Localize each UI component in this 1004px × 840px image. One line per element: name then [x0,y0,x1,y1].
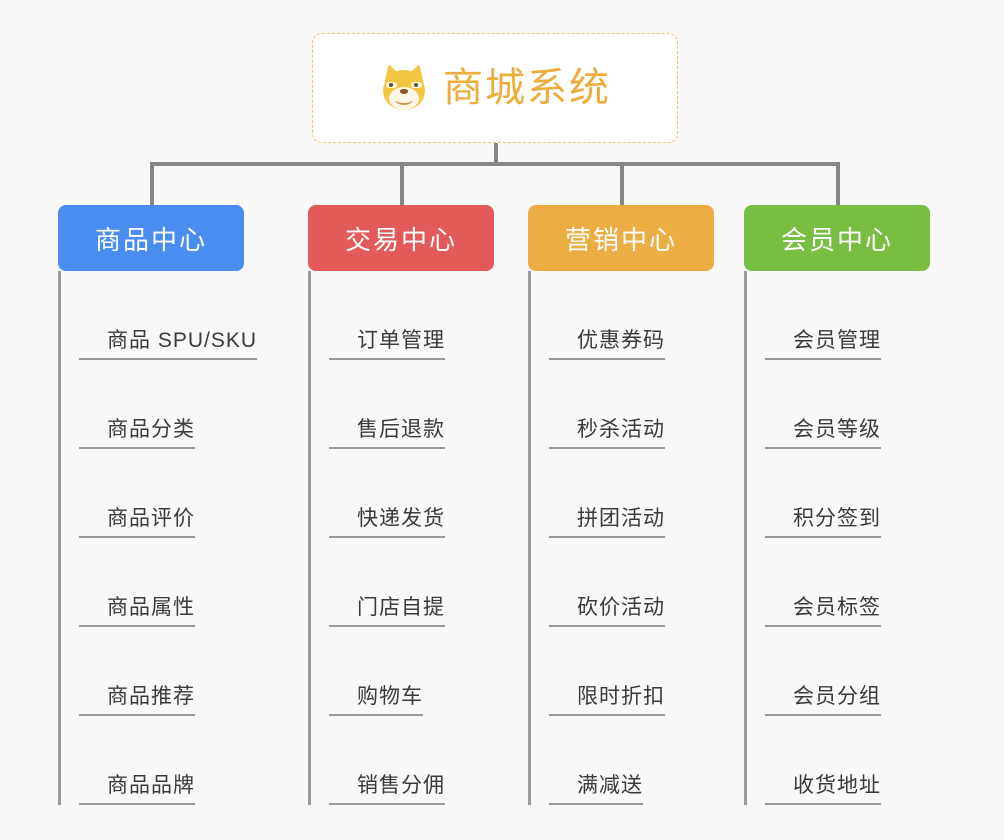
leaf-label: 商品品牌 [79,774,195,805]
category-title-2: 交易中心 [344,224,457,255]
leaf-item[interactable]: 购物车 [329,627,528,716]
category-title-3: 营销中心 [564,224,677,255]
leaf-item[interactable]: 门店自提 [329,538,528,627]
leaf-list-3: 优惠券码 秒杀活动 拼团活动 砍价活动 限时折扣 满减送 [528,271,748,805]
leaf-list-4: 会员管理 会员等级 积分签到 会员标签 会员分组 收货地址 [744,271,964,805]
leaf-label: 会员等级 [765,418,881,449]
leaf-label: 商品 SPU/SKU [79,329,258,360]
connector-drop-3 [620,162,624,205]
leaf-label: 积分签到 [765,507,881,538]
leaf-label: 会员标签 [765,596,881,627]
leaf-item[interactable]: 商品 SPU/SKU [79,271,278,360]
leaf-label: 会员分组 [765,685,881,716]
leaf-item[interactable]: 会员等级 [765,360,964,449]
leaf-item[interactable]: 砍价活动 [549,538,748,627]
root-title: 商城系统 [443,66,611,110]
leaf-item[interactable]: 会员管理 [765,271,964,360]
leaf-label: 订单管理 [329,329,445,360]
leaf-item[interactable]: 商品推荐 [79,627,278,716]
leaf-item[interactable]: 售后退款 [329,360,528,449]
category-header-1[interactable]: 商品中心 [58,205,244,271]
leaf-label: 商品推荐 [79,685,195,716]
leaf-label: 销售分佣 [329,774,445,805]
leaf-label: 售后退款 [329,418,445,449]
leaf-label: 商品属性 [79,596,195,627]
leaf-label: 优惠券码 [549,329,665,360]
connector-drop-2 [400,162,404,205]
leaf-list-2: 订单管理 售后退款 快递发货 门店自提 购物车 销售分佣 [308,271,528,805]
category-header-2[interactable]: 交易中心 [308,205,494,271]
connector-root-stem [494,143,498,164]
leaf-item[interactable]: 销售分佣 [329,716,528,805]
leaf-item[interactable]: 收货地址 [765,716,964,805]
leaf-label: 会员管理 [765,329,881,360]
leaf-item[interactable]: 拼团活动 [549,449,748,538]
root-node-mall-system[interactable]: 商城系统 [312,33,678,143]
category-header-4[interactable]: 会员中心 [744,205,930,271]
leaf-item[interactable]: 快递发货 [329,449,528,538]
branch-column-3: 营销中心 优惠券码 秒杀活动 拼团活动 砍价活动 限时折扣 满减送 [528,205,748,805]
leaf-item[interactable]: 商品品牌 [79,716,278,805]
leaf-label: 商品分类 [79,418,195,449]
leaf-label: 秒杀活动 [549,418,665,449]
leaf-label: 门店自提 [329,596,445,627]
leaf-item[interactable]: 商品属性 [79,538,278,627]
leaf-item[interactable]: 积分签到 [765,449,964,538]
leaf-label: 商品评价 [79,507,195,538]
leaf-item[interactable]: 秒杀活动 [549,360,748,449]
leaf-item[interactable]: 商品分类 [79,360,278,449]
leaf-label: 满减送 [549,774,643,805]
branch-column-2: 交易中心 订单管理 售后退款 快递发货 门店自提 购物车 销售分佣 [308,205,528,805]
connector-drop-4 [836,162,840,205]
leaf-item[interactable]: 满减送 [549,716,748,805]
category-header-3[interactable]: 营销中心 [528,205,714,271]
category-title-1: 商品中心 [94,224,207,255]
category-title-4: 会员中心 [780,224,893,255]
leaf-label: 砍价活动 [549,596,665,627]
leaf-item[interactable]: 订单管理 [329,271,528,360]
leaf-label: 拼团活动 [549,507,665,538]
connector-bus-bar [150,162,840,166]
leaf-list-1: 商品 SPU/SKU 商品分类 商品评价 商品属性 商品推荐 商品品牌 [58,271,278,805]
leaf-label: 购物车 [329,685,423,716]
leaf-item[interactable]: 会员分组 [765,627,964,716]
branch-column-4: 会员中心 会员管理 会员等级 积分签到 会员标签 会员分组 收货地址 [744,205,964,805]
leaf-item[interactable]: 会员标签 [765,538,964,627]
leaf-item[interactable]: 商品评价 [79,449,278,538]
branch-column-1: 商品中心 商品 SPU/SKU 商品分类 商品评价 商品属性 商品推荐 商品品牌 [58,205,278,805]
connector-drop-1 [150,162,154,205]
leaf-item[interactable]: 限时折扣 [549,627,748,716]
leaf-label: 快递发货 [329,507,445,538]
leaf-item[interactable]: 优惠券码 [549,271,748,360]
leaf-label: 收货地址 [765,774,881,805]
shiba-inu-dog-icon [379,61,429,113]
leaf-label: 限时折扣 [549,685,665,716]
